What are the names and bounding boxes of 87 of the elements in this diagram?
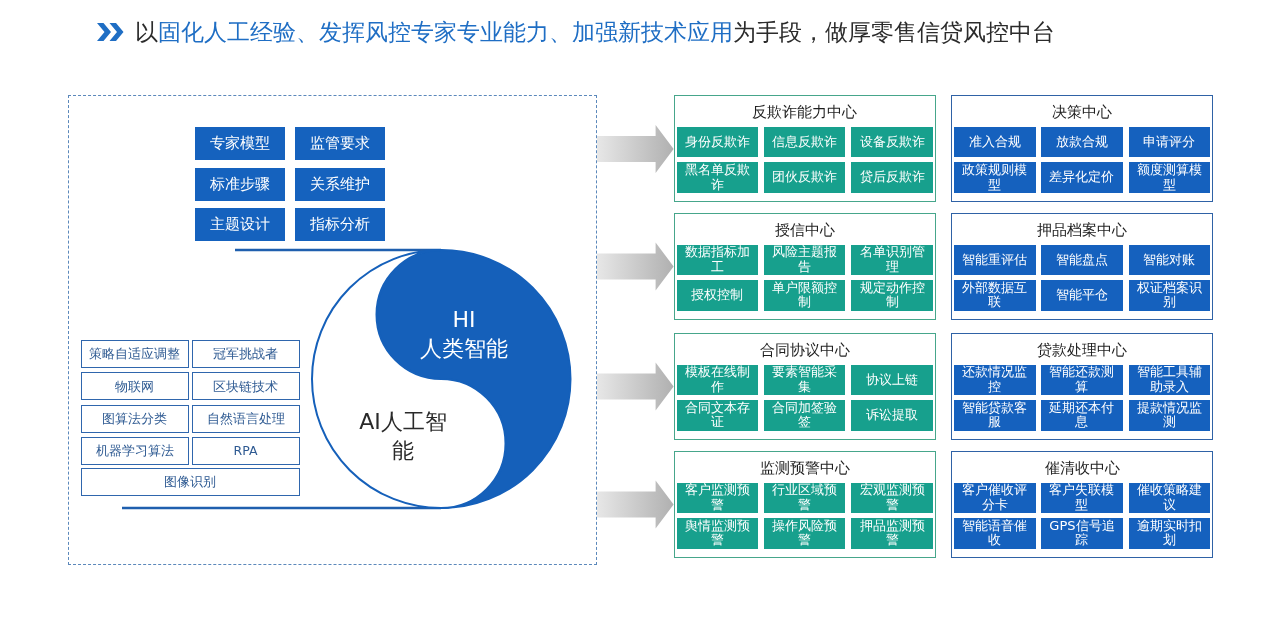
capability-tile: 额度测算模型 <box>1128 162 1211 193</box>
capability-tile: 宏观监测预警 <box>851 482 933 513</box>
center-card <box>673 213 936 320</box>
capability-tile: 设备反欺诈 <box>851 126 933 158</box>
experience-tile: 监管要求 <box>294 126 385 160</box>
center-card <box>673 333 936 440</box>
capability-tile: 授权控制 <box>676 280 759 311</box>
capability-tile: 智能贷款客服 <box>954 400 1036 431</box>
capability-tile: 行业区域预警 <box>763 482 846 513</box>
capability-tile: 协议上链 <box>851 364 933 395</box>
dashed-panel <box>68 95 597 565</box>
capability-tile: 风险主题报告 <box>763 244 846 275</box>
capability-tile: 贷后反欺诈 <box>851 162 933 193</box>
capability-tile: 单户限额控制 <box>763 280 846 311</box>
card-heading: 授信中心 <box>773 220 836 240</box>
intelligence-label: HI 人类智能 <box>419 306 509 363</box>
capability-tile: 模板在线制作 <box>676 364 759 395</box>
experience-tile: 指标分析 <box>294 207 385 241</box>
capability-tile: 诉讼提取 <box>851 400 933 431</box>
capability-tile: 政策规则模型 <box>954 162 1036 193</box>
experience-tile: 主题设计 <box>195 207 285 241</box>
capability-tile: 舆情监测预警 <box>676 518 759 549</box>
block-arrow <box>597 480 674 529</box>
capability-tile: 外部数据互联 <box>954 280 1036 311</box>
capability-tile: 还款情况监控 <box>954 364 1036 395</box>
capability-tile: 客户催收评分卡 <box>954 482 1036 513</box>
center-card <box>951 333 1214 440</box>
capability-tile: 合同文本存证 <box>676 400 759 431</box>
technology-tile: 物联网 <box>80 372 189 400</box>
card-heading: 决策中心 <box>1051 102 1114 123</box>
block-arrow <box>597 362 674 411</box>
capability-tile: 智能平仓 <box>1041 280 1123 311</box>
capability-tile: 逾期实时扣划 <box>1128 518 1211 549</box>
capability-tile: 智能盘点 <box>1041 244 1123 275</box>
capability-tile: 延期还本付息 <box>1041 400 1123 431</box>
center-card <box>673 95 936 203</box>
technology-tile: RPA <box>191 436 300 465</box>
experience-tile: 关系维护 <box>294 167 385 201</box>
capability-tile: 信息反欺诈 <box>763 126 846 158</box>
capability-tile: 押品监测预警 <box>851 518 933 549</box>
page-title: 以固化人工经验、发挥风控专家专业能力、加强新技术应用为手段，做厚零售信贷风控中台 <box>135 18 1055 47</box>
card-heading: 反欺诈能力中心 <box>751 102 859 123</box>
capability-tile: 要素智能采集 <box>763 364 846 395</box>
capability-tile: 准入合规 <box>954 126 1036 158</box>
technology-tile: 区块链技术 <box>191 372 300 400</box>
technology-tile: 图算法分类 <box>80 404 189 433</box>
capability-tile: 差异化定价 <box>1041 162 1123 193</box>
center-card <box>951 451 1214 558</box>
capability-tile: 名单识别管理 <box>851 244 933 275</box>
capability-tile: 操作风险预警 <box>763 518 846 549</box>
capability-tile: 数据指标加工 <box>676 244 759 275</box>
technology-tile: 机器学习算法 <box>80 436 189 465</box>
technology-tile: 自然语言处理 <box>191 404 300 433</box>
technology-tile: 策略自适应调整 <box>80 339 189 368</box>
intelligence-label: AI人工智能 <box>358 408 448 465</box>
capability-tile: 提款情况监测 <box>1128 400 1211 431</box>
capability-tile: 客户监测预警 <box>676 482 759 513</box>
capability-tile: 合同加签验签 <box>763 400 846 431</box>
card-heading: 合同协议中心 <box>758 340 851 360</box>
capability-tile: 智能对账 <box>1128 244 1211 275</box>
technology-tile: 冠军挑战者 <box>191 339 300 368</box>
experience-tile: 专家模型 <box>195 126 285 160</box>
block-arrow <box>597 242 674 291</box>
technology-tile: 图像识别 <box>80 467 300 496</box>
card-heading: 押品档案中心 <box>1036 220 1129 240</box>
experience-tile: 标准步骤 <box>195 167 285 201</box>
capability-tile: 身份反欺诈 <box>676 126 759 158</box>
capability-tile: 智能还款测算 <box>1041 364 1123 395</box>
capability-tile: 黑名单反欺诈 <box>676 162 759 193</box>
center-card <box>673 451 936 558</box>
capability-tile: 智能工具辅助录入 <box>1128 364 1211 395</box>
center-card <box>951 213 1214 320</box>
capability-tile: 团伙反欺诈 <box>763 162 846 193</box>
capability-tile: GPS信号追踪 <box>1041 518 1123 549</box>
capability-tile: 催收策略建议 <box>1128 482 1211 513</box>
capability-tile: 客户失联模型 <box>1041 482 1123 513</box>
block-arrow <box>597 124 674 173</box>
capability-tile: 权证档案识别 <box>1128 280 1211 311</box>
card-heading: 催清收中心 <box>1043 458 1121 478</box>
capability-tile: 放款合规 <box>1041 126 1123 158</box>
capability-tile: 智能语音催收 <box>954 518 1036 549</box>
center-card <box>951 95 1214 203</box>
card-heading: 监测预警中心 <box>758 458 851 478</box>
capability-tile: 规定动作控制 <box>851 280 933 311</box>
capability-tile: 智能重评估 <box>954 244 1036 275</box>
capability-tile: 申请评分 <box>1128 126 1211 158</box>
card-heading: 贷款处理中心 <box>1036 340 1129 360</box>
